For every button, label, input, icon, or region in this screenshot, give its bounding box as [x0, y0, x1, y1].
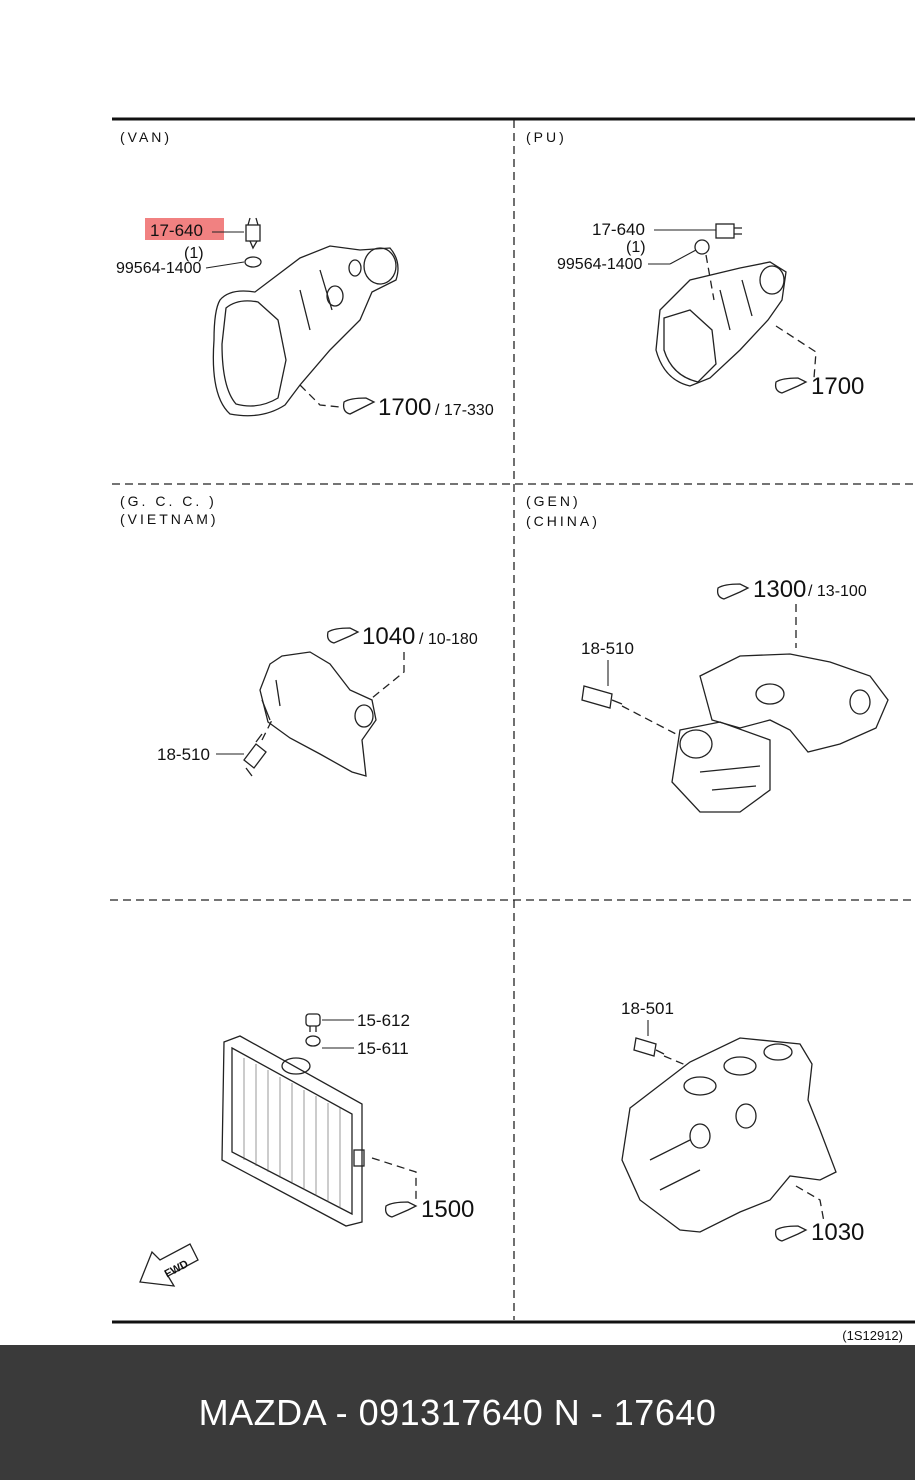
- oil-pressure-switch-icon: [633, 1037, 665, 1057]
- temperature-sensor-icon: [581, 685, 623, 709]
- ref-sub-label-van[interactable]: / 17-330: [435, 402, 494, 419]
- parts-diagram-sheet: (VAN) 17-640 (1) 99564-1400 1700 / 17-33…: [110, 117, 915, 1324]
- panel-pu: (PU) 17-640 (1) 99564-1400 1700: [526, 129, 864, 400]
- ref-label-1500[interactable]: 1500: [421, 1196, 474, 1223]
- highlight-box: [145, 218, 224, 240]
- parts-diagram: (VAN) 17-640 (1) 99564-1400 1700 / 17-33…: [110, 117, 915, 1324]
- panel-radiator: 15-612 15-611 1500 FWD: [139, 1011, 474, 1287]
- ref-label-1030[interactable]: 1030: [811, 1219, 864, 1246]
- region-label-vietnam: (VIETNAM): [120, 511, 219, 527]
- part-label-15-611[interactable]: 15-611: [357, 1039, 409, 1058]
- engine-block-illustration: [621, 1037, 837, 1233]
- transmission-illustration: [655, 261, 787, 387]
- washer-icon: [694, 239, 710, 255]
- footer-caption-bar: MAZDA - 091317640 N - 17640: [0, 1345, 915, 1480]
- ref-label-1700-van[interactable]: 1700: [378, 394, 431, 421]
- part-label-99564-1400-van[interactable]: 99564-1400: [116, 260, 202, 277]
- region-label-van: (VAN): [120, 129, 172, 145]
- washer-icon: [244, 256, 262, 268]
- engine-cover-illustration: [259, 651, 377, 777]
- seal-ring-icon: [305, 1035, 321, 1047]
- transmission-illustration: [212, 245, 399, 417]
- region-label-pu: (PU): [526, 129, 567, 145]
- ref-label-1700-pu[interactable]: 1700: [811, 373, 864, 400]
- diagram-ref-code: (1S12912): [842, 1328, 903, 1343]
- part-label-18-510-gcc[interactable]: 18-510: [157, 745, 210, 764]
- region-label-china: (CHINA): [526, 513, 600, 529]
- part-label-18-510-gen[interactable]: 18-510: [581, 639, 634, 658]
- part-label-18-501[interactable]: 18-501: [621, 999, 674, 1018]
- manifold-illustration: [671, 653, 889, 813]
- ref-hand-icon-van: [342, 397, 376, 415]
- panel-gen-china: (GEN) (CHINA) 1300 / 13-100 18-510: [526, 493, 889, 813]
- forward-arrow-icon: FWD: [139, 1243, 199, 1287]
- temperature-sensor-icon: [243, 733, 267, 777]
- qty-label-van: (1): [184, 245, 204, 262]
- ref-hand-icon-radiator: [384, 1201, 418, 1218]
- radiator-cap-icon: [305, 1013, 321, 1032]
- radiator-illustration: [221, 1035, 365, 1227]
- part-label-17-640-pu[interactable]: 17-640: [592, 220, 645, 239]
- sensor-switch-icon: [245, 217, 261, 250]
- ref-hand-icon-engine: [774, 1225, 808, 1242]
- part-label-17-640-van[interactable]: 17-640: [150, 221, 203, 240]
- part-label-99564-1400-pu[interactable]: 99564-1400: [557, 256, 643, 273]
- sensor-switch-icon: [715, 223, 742, 239]
- region-label-gcc: (G. C. C. ): [120, 493, 217, 509]
- qty-label-pu: (1): [626, 239, 646, 256]
- footer-caption: MAZDA - 091317640 N - 17640: [198, 1391, 717, 1433]
- ref-sub-label-gcc[interactable]: / 10-180: [419, 631, 478, 648]
- part-label-15-612[interactable]: 15-612: [357, 1011, 410, 1030]
- ref-hand-icon-gcc: [326, 627, 360, 644]
- fwd-label: FWD: [163, 1258, 191, 1280]
- ref-sub-label-gen[interactable]: / 13-100: [808, 583, 867, 600]
- ref-label-1300[interactable]: 1300: [753, 576, 806, 603]
- panel-van: (VAN) 17-640 (1) 99564-1400 1700 / 17-33…: [116, 129, 494, 421]
- panel-gcc-vietnam: (G. C. C. ) (VIETNAM) 1040 / 10-180 18-5…: [120, 493, 478, 777]
- ref-label-1040[interactable]: 1040: [362, 623, 415, 650]
- panel-engine-block: 18-501 1030: [621, 999, 864, 1246]
- ref-hand-icon-gen: [716, 583, 750, 600]
- region-label-gen: (GEN): [526, 493, 581, 509]
- ref-hand-icon-pu: [774, 377, 808, 394]
